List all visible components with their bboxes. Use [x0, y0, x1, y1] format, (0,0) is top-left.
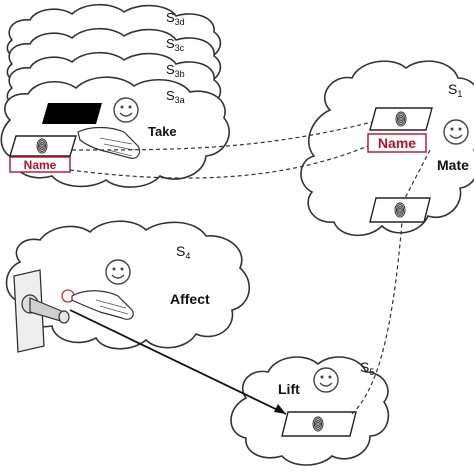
name-box-right [367, 133, 427, 153]
name-label-right: Name [378, 135, 416, 151]
scene-label-s1: S1 [448, 81, 462, 99]
fingerprint-card-s1-lower [369, 197, 431, 223]
action-affect: Affect [170, 291, 210, 307]
dashed-link-name [69, 145, 369, 179]
action-take: Take [148, 124, 177, 139]
scene-label-s5: S5 [360, 359, 374, 377]
name-box-left [9, 156, 71, 173]
scene-label-s3a: S3a [166, 88, 185, 105]
transfer-arrow [69, 309, 287, 415]
scene-label-s4: S4 [176, 243, 190, 261]
dashed-link-card [71, 121, 373, 151]
black-card [42, 103, 102, 124]
hand-icon [77, 126, 141, 159]
scene-label-s3b: S3b [166, 62, 185, 79]
scene-label-s3c: S3c [166, 36, 185, 53]
action-match: Mate [437, 157, 469, 173]
scene-label-s3d: S3d [166, 10, 185, 27]
fingerprint-card-right [369, 107, 433, 131]
action-lift: Lift [278, 381, 300, 397]
door-handle-icon [13, 269, 70, 353]
hand-icon [71, 290, 134, 320]
name-label-left: Name [24, 158, 57, 172]
dashed-link-s1-internal [403, 149, 431, 201]
transfer-arrowhead [274, 404, 286, 414]
dashed-link-lift-lower [351, 221, 403, 415]
cloud-s5 [230, 356, 390, 466]
